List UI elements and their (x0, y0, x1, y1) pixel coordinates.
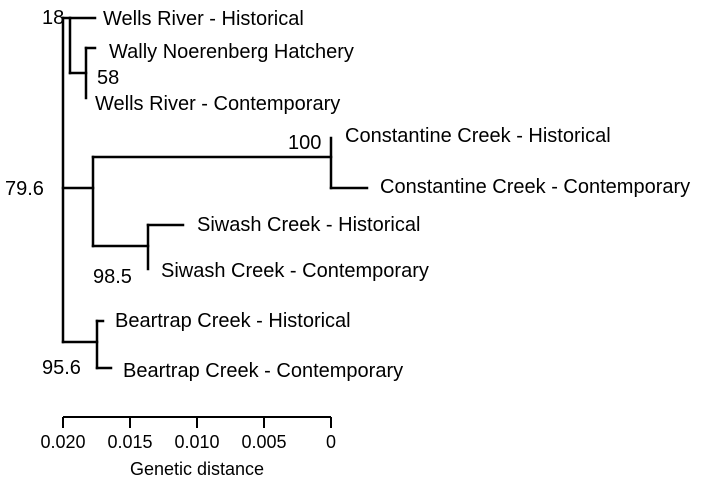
support-value-siwash-clade: 98.5 (93, 266, 132, 288)
axis-tick-label: 0.020 (40, 432, 85, 452)
leaf-label-beartrap-creek-historical: Beartrap Creek - Historical (115, 310, 351, 332)
support-value-wells-clade: 18 (42, 7, 64, 29)
leaf-label-beartrap-creek-contemporary: Beartrap Creek - Contemporary (123, 360, 403, 382)
support-value-root: 79.6 (5, 178, 44, 200)
axis-tick-label: 0.005 (241, 432, 286, 452)
leaf-labels: Wells River - Historical Wally Noerenber… (95, 8, 690, 382)
leaf-label-siwash-creek-historical: Siwash Creek - Historical (197, 214, 420, 236)
tree-branches (61, 16, 369, 370)
leaf-label-constantine-creek-historical: Constantine Creek - Historical (345, 125, 611, 147)
leaf-label-siwash-creek-contemporary: Siwash Creek - Contemporary (161, 260, 429, 282)
support-value-constantine-clade: 100 (288, 132, 321, 154)
axis-tick-label: 0.015 (107, 432, 152, 452)
support-value-wally-wells-node: 58 (97, 67, 119, 89)
leaf-label-wells-river-contemporary: Wells River - Contemporary (95, 93, 340, 115)
support-value-beartrap-clade: 95.6 (42, 357, 81, 379)
distance-axis: 0.020 0.015 0.010 0.005 0 Genetic distan… (40, 416, 336, 479)
leaf-label-constantine-creek-contemporary: Constantine Creek - Contemporary (380, 176, 690, 198)
axis-tick-label: 0 (326, 432, 336, 452)
axis-title: Genetic distance (130, 459, 264, 479)
leaf-label-wells-river-historical: Wells River - Historical (103, 8, 304, 30)
axis-tick-label: 0.010 (174, 432, 219, 452)
leaf-label-wally-noerenberg-hatchery: Wally Noerenberg Hatchery (109, 41, 354, 63)
support-values: 18 58 100 79.6 98.5 95.6 (5, 7, 321, 379)
